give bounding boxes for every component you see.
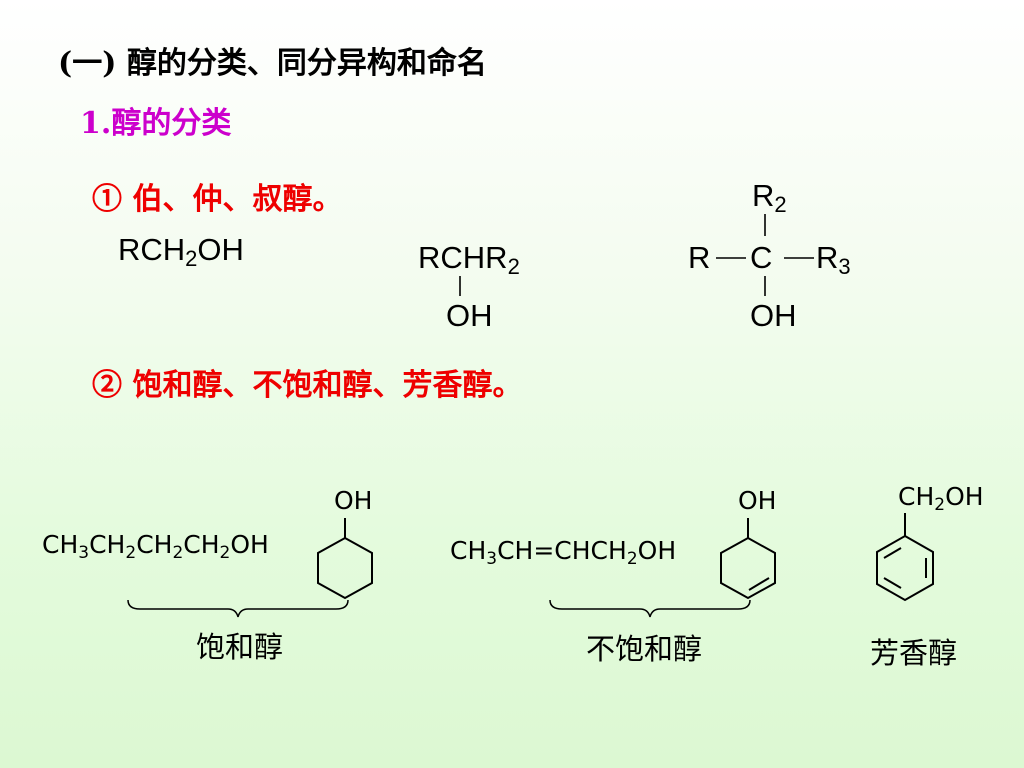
saturated-chain-formula: CH3CH2CH2CH2OH [42,530,269,563]
secondary-alcohol-formula: RCHR2 [418,240,520,280]
secondary-oh: OH [446,298,493,333]
aromatic-group-formula: CH2OH [898,482,984,515]
point-saturation-types: ② 饱和醇、不饱和醇、芳香醇。 [92,368,523,403]
benzene-inner-bond-3 [883,547,902,559]
tertiary-c: C [750,240,773,275]
cyclohexane-ring [317,536,373,600]
unsaturated-chain-formula: CH3CH=CHCH2OH [450,536,677,569]
cyclohexene-double-bond [748,577,770,591]
primary-sub: 2 [185,246,198,271]
section-heading: 1.醇的分类 [80,106,232,141]
tertiary-r3: R3 [816,240,851,279]
point-primary-secondary-tertiary: ① 伯、仲、叔醇。 [92,182,343,217]
secondary-r: RCH [418,240,486,275]
unsaturated-brace [549,599,751,618]
tertiary-r: R [688,240,711,275]
caption-unsaturated: 不饱和醇 [586,632,703,666]
page-title: (一) 醇的分类、同分异构和命名 [58,46,487,81]
unsaturated-ring-oh: OH [738,486,777,515]
cyclohexene-ring [720,536,776,600]
primary-alcohol-formula: RCH2OH [118,232,244,272]
secondary-r2: R [485,240,508,275]
caption-aromatic: 芳香醇 [870,636,958,670]
primary-oh: OH [197,232,244,267]
tertiary-r2: R2 [752,178,787,217]
saturated-brace [127,599,349,618]
benzene-ring [876,534,934,602]
caption-saturated: 饱和醇 [196,630,284,664]
tertiary-oh: OH [750,298,797,333]
primary-r: RCH [118,232,186,267]
saturated-ring-oh: OH [334,486,373,515]
benzene-inner-bond-2 [883,577,902,589]
secondary-sub: 2 [507,254,520,279]
